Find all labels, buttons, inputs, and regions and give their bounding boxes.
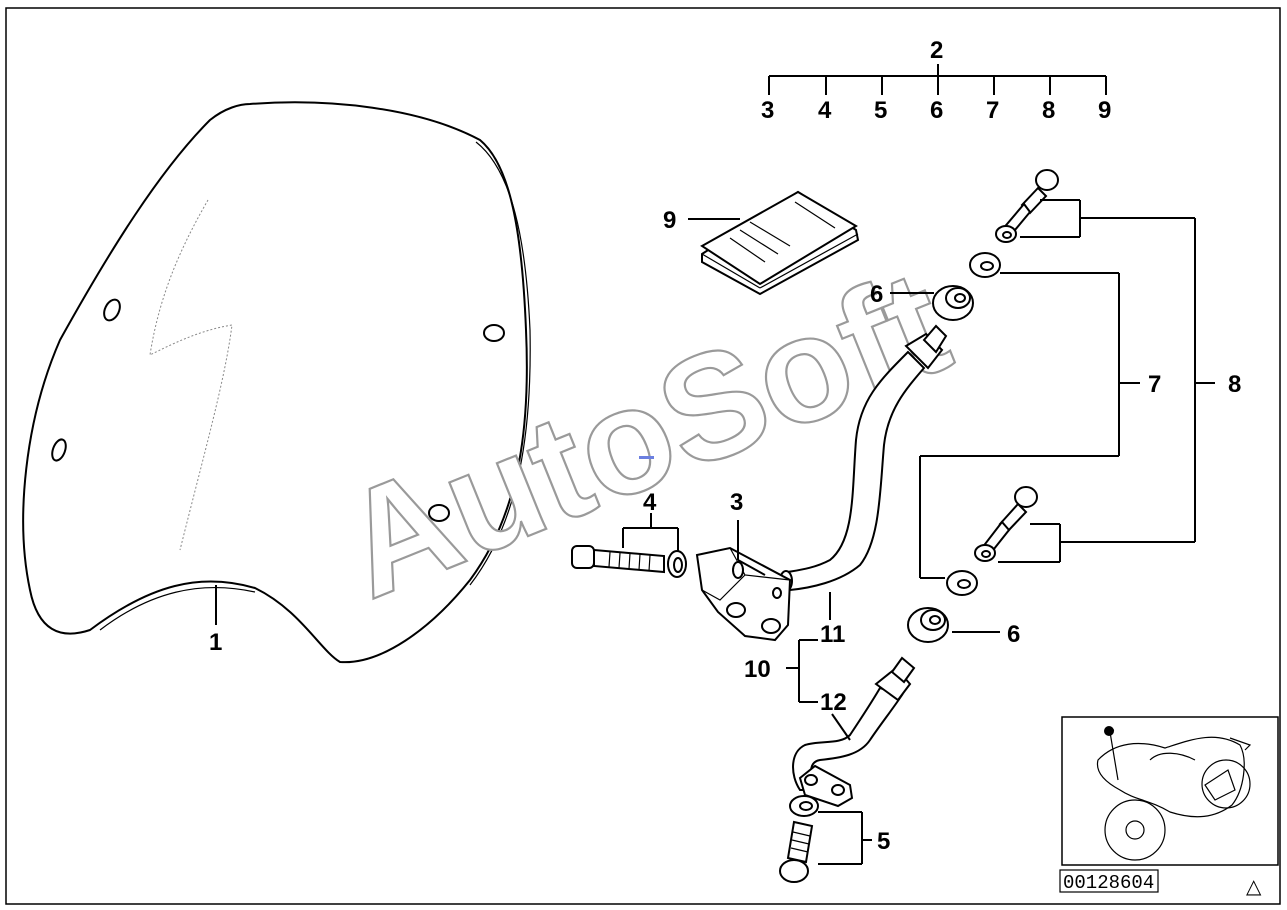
- blue-mark: [639, 456, 654, 459]
- tree-label-6: 6: [930, 97, 943, 124]
- warning-triangle-icon: △: [1246, 874, 1262, 898]
- leader-3b: [737, 559, 766, 576]
- windscreen-icon: [22, 101, 531, 664]
- motorcycle-thumbnail-icon: [1061, 716, 1279, 866]
- lower-grommet-icon: [946, 570, 978, 596]
- bottom-screw-icon: [779, 820, 814, 883]
- bracket-4: [622, 513, 679, 552]
- callout-1: 1: [209, 629, 222, 656]
- tree-label-5: 5: [874, 97, 887, 124]
- tree-label-3: 3: [761, 97, 774, 124]
- bracket-5: [818, 811, 872, 865]
- callout-11: 11: [820, 621, 845, 648]
- callout-8: 8: [1228, 371, 1241, 398]
- diagram-code: 00128604: [1063, 872, 1154, 894]
- lower-bracket-tube-icon: [792, 656, 916, 808]
- lower-washer-icon: [974, 544, 996, 562]
- tree-label-9: 9: [1098, 97, 1111, 124]
- callout-9: 9: [663, 207, 676, 234]
- diagram-code-box: [1059, 869, 1159, 893]
- lower-rubber-bush-icon: [907, 607, 949, 643]
- callout-4: 4: [643, 489, 657, 516]
- upper-grommet-icon: [969, 252, 1001, 278]
- bracket-8: [998, 199, 1215, 563]
- tree-label-8: 8: [1042, 97, 1055, 124]
- callout-12: 12: [820, 689, 847, 716]
- callout-5: 5: [877, 828, 890, 855]
- bottom-washer-icon: [789, 795, 819, 817]
- upper-rubber-bush-icon: [932, 285, 974, 321]
- tree-label-7: 7: [986, 97, 999, 124]
- callout-2: 2: [930, 37, 943, 64]
- tree-label-4: 4: [818, 97, 832, 124]
- manual-booklet-icon: [700, 190, 860, 296]
- upper-bracket-tube-icon: [779, 324, 948, 592]
- callout-10: 10: [744, 656, 771, 683]
- upper-washer-icon: [995, 225, 1017, 243]
- callout-7: 7: [1148, 371, 1161, 398]
- callout-6a: 6: [870, 281, 883, 308]
- kit-tree: [768, 64, 1107, 95]
- bracket-10: [786, 592, 851, 741]
- mounting-plate-icon: [695, 546, 792, 642]
- bracket-7: [919, 272, 1140, 579]
- side-washer-icon: [667, 550, 687, 578]
- callout-3: 3: [730, 489, 743, 516]
- side-screw-icon: [571, 545, 665, 574]
- lower-bolt-icon: [980, 486, 1038, 556]
- diagram-frame: [5, 7, 1281, 905]
- callout-6b: 6: [1007, 621, 1020, 648]
